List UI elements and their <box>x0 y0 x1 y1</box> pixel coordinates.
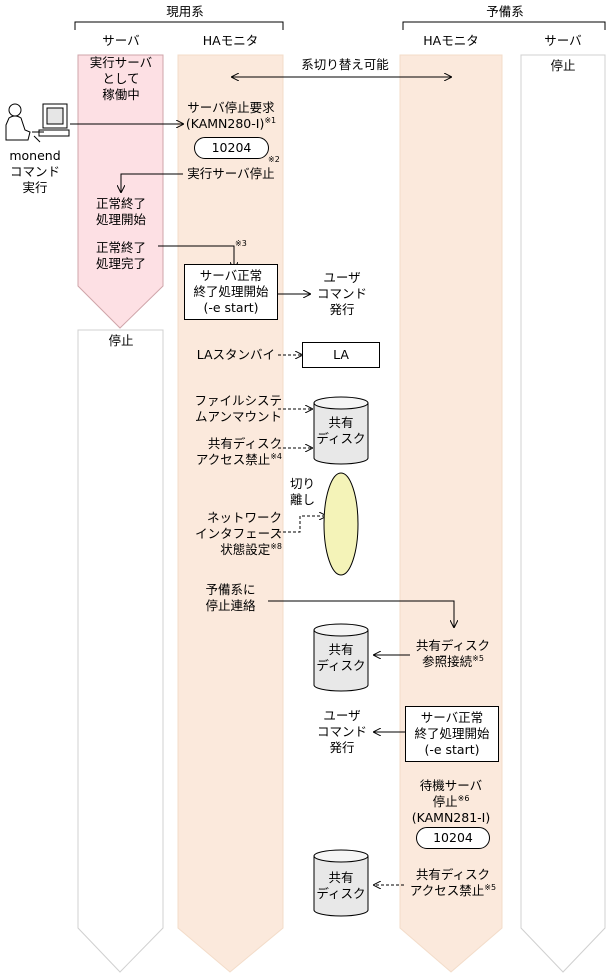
wait-server-stop-label: 待機サーバ 停止※6 (KAMN281-I) <box>411 778 491 825</box>
arrow-normal-end-done <box>158 245 234 269</box>
normal-end-done-label: 正常終了 処理完了 <box>95 240 146 271</box>
col-header-standby-server: サーバ <box>544 33 582 48</box>
disk-label-3: 共有 ディスク <box>316 870 366 901</box>
ref-connect-label: 共有ディスク 参照接続※5 <box>415 638 491 669</box>
disk-block-label: 共有ディスク アクセス禁止※4 <box>195 436 282 467</box>
note3: ※3 <box>235 239 247 248</box>
col-header-active-ha: HAモニタ <box>202 33 259 48</box>
active-server-stopped-label: 停止 <box>108 333 134 348</box>
la-standby-label: LAスタンバイ <box>196 347 275 362</box>
standby-server-normal-end-box: サーバ正常 終了処理開始 (-e start) <box>405 706 499 762</box>
detach-label: 切り 離し <box>290 476 316 507</box>
code-badge-2: 10204 <box>416 827 490 849</box>
disk-label-2: 共有 ディスク <box>316 642 366 673</box>
col-header-active-server: サーバ <box>102 33 140 48</box>
user-command-label: ユーザ コマンド 発行 <box>316 270 367 317</box>
active-system-bracket <box>74 21 284 30</box>
arrow-exec-stop <box>121 173 183 192</box>
operator-command-label: monend コマンド 実行 <box>9 148 61 195</box>
standby-system-bracket <box>402 21 606 30</box>
user-command-label-2: ユーザ コマンド 発行 <box>316 708 367 755</box>
active-server-lane-stopped <box>77 329 164 973</box>
standby-server-lane <box>520 54 606 973</box>
network-ellipse <box>323 472 359 576</box>
shared-disk-cylinder-3 <box>313 849 369 917</box>
notify-standby-label: 予備系に 停止連絡 <box>205 582 256 613</box>
normal-end-start-label: 正常終了 処理開始 <box>95 196 146 227</box>
shared-disk-cylinder-2 <box>313 623 369 692</box>
active-system-header: 現用系 <box>166 4 204 19</box>
network-label: ネットワーク インタフェース 状態設定※8 <box>195 510 282 557</box>
shared-disk-cylinder-1 <box>313 396 369 465</box>
standby-system-header: 予備系 <box>486 4 524 19</box>
server-normal-end-box: サーバ正常 終了処理開始 (-e start) <box>184 264 278 320</box>
col-header-standby-ha: HAモニタ <box>423 33 479 48</box>
disk-label-1: 共有 ディスク <box>316 415 366 446</box>
note2: ※2 <box>268 155 280 164</box>
running-label: 実行サーバ として 稼働中 <box>89 55 153 102</box>
switchable-label: 系切り替え可能 <box>301 57 389 72</box>
operator-icon <box>5 103 70 143</box>
arrow-notify <box>268 600 454 627</box>
code-badge-1: 10204 <box>194 137 269 159</box>
fs-unmount-label: ファイルシステ ムアンマウント <box>194 393 282 424</box>
exec-server-stop-label: 実行サーバ停止 <box>187 166 275 181</box>
standby-server-stopped-label: 停止 <box>550 58 576 73</box>
arrow-net <box>278 516 326 533</box>
la-box: LA <box>302 342 380 368</box>
standby-disk-block-label: 共有ディスク アクセス禁止※5 <box>409 867 497 898</box>
stop-request-label: サーバ停止要求 (KAMN280-I)※1 <box>185 100 277 131</box>
